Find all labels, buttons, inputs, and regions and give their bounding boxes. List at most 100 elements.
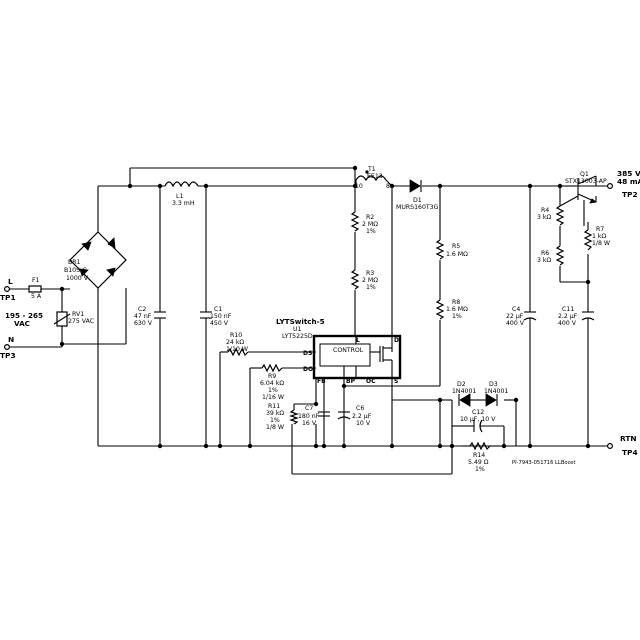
label-r2-tol: 1% [366,228,376,235]
label-c11-rating: 400 V [558,320,577,327]
label-input-unit: VAC [14,319,30,328]
label-c2-rating: 630 V [134,320,153,327]
capacitor-c4 [523,311,537,321]
terminal-tp4 [606,443,613,450]
label-output-current: 48 mA [617,177,640,186]
label-r7-rating: 1/8 W [592,240,610,247]
label-doc-id: PI-7943-051716 LLBoost [512,460,575,466]
resistor-r5 [435,239,445,260]
label-r14-ref: R14 [473,452,485,459]
terminal-tp2 [606,183,613,190]
pin-l: L [356,337,360,344]
pin-d: D [394,337,399,344]
label-r14-tol: 1% [475,466,485,473]
diode-d1 [409,179,422,193]
resistor-r10 [227,347,249,357]
terminal-tp1 [3,286,11,293]
label-r3-value: 2 MΩ [362,277,378,284]
label-c11-value: 2.2 µF [558,313,578,320]
label-f1-ref: F1 [32,277,40,284]
resistor-r9 [261,363,283,373]
label-d1-ref: D1 [413,197,422,204]
label-r9-rating: 1/16 W [262,394,284,401]
label-r5-ref: R5 [452,243,460,250]
transformer [355,170,393,187]
label-d2-part: 1N4001 [452,388,476,395]
capacitor-c1 [200,311,212,319]
label-r3-tol: 1% [366,284,376,291]
label-c7-rating: 16 V [302,420,317,427]
pin-ds: DS [303,350,312,357]
label-r10-value: 24 kΩ [226,339,244,346]
label-c6-rating: 10 V [356,420,371,427]
resistor-r6 [555,245,565,266]
label-input-voltage: 195 - 265 [5,311,43,320]
label-d3-part: 1N4001 [484,388,508,395]
pin-s: S [394,378,398,385]
ic-u1 [312,334,402,380]
label-t1-ref: T1 [367,166,376,173]
label-rv1-value: 275 VAC [68,318,94,325]
label-c11-ref: C11 [562,306,574,313]
label-q1-part: STX13003-AP [565,178,607,185]
label-c4-value: 22 µF [506,313,524,320]
capacitor-c7 [318,411,330,417]
label-br1-part: B10S-G [64,267,88,274]
resistor-r2 [350,211,360,232]
label-t1-pin8: 8 [386,183,390,190]
junctions [59,165,591,449]
label-rtn: RTN [620,434,637,443]
label-output-voltage: 385 V, [617,169,640,178]
label-r8-ref: R8 [452,299,460,306]
label-tp4: TP4 [622,448,638,457]
label-r5-value: 1.6 MΩ [446,251,468,258]
bridge-rectifier [69,231,127,344]
label-c7-ref: C7 [305,405,313,412]
label-r2-value: 2 MΩ [362,221,378,228]
label-u1-ref: U1 [293,326,302,333]
capacitor-c6 [337,411,351,420]
label-q1-ref: Q1 [580,171,589,178]
label-r2-ref: R2 [366,214,374,221]
label-d3-ref: D3 [489,381,498,388]
label-r9-tol: 1% [268,387,278,394]
label-r9-ref: R9 [268,373,276,380]
capacitor-c11 [581,311,595,321]
label-r7-ref: R7 [596,226,604,233]
label-t1-part: EE13 [367,173,383,180]
resistor-r7 [583,229,593,251]
terminal-tp3 [3,344,11,351]
wires [9,167,608,475]
label-br1-rating: 1000 V [66,275,89,282]
label-r8-tol: 1% [452,313,462,320]
label-r9-value: 6.04 kΩ [260,380,284,387]
label-r11-rating: 1/8 W [266,424,284,431]
mov-varistor [53,311,71,327]
label-c4-ref: C4 [512,306,520,313]
label-r4-ref: R4 [541,207,549,214]
label-r11-value: 39 kΩ [266,410,284,417]
label-r11-ref: R11 [268,403,280,410]
label-r6-ref: R6 [541,250,549,257]
fuse [28,285,42,293]
label-r7-value: 1 kΩ [592,233,606,240]
label-l: L [8,277,13,286]
resistor-r4 [555,205,565,226]
label-l1-value: 3.3 mH [172,200,195,207]
label-c2-value: 47 nF [134,313,152,320]
label-r3-ref: R3 [366,270,374,277]
label-c2-ref: C2 [138,306,146,313]
labels: BR1 B10S-G 1000 V F1 5 A RV1 275 VAC 195… [0,166,640,473]
label-r10-ref: R10 [230,332,242,339]
label-r11-tol: 1% [270,417,280,424]
label-r14-value: 5.49 Ω [468,459,489,466]
label-c1-rating: 450 V [210,320,229,327]
label-u1-family: LYTSwitch-5 [276,317,325,326]
capacitor-c12 [473,419,483,433]
resistor-r8 [435,299,445,320]
resistor-r14 [469,441,491,451]
label-t1-pin10: 10 [355,183,363,190]
label-c4-rating: 400 V [506,320,525,327]
label-d2-ref: D2 [457,381,466,388]
label-rv1-ref: RV1 [72,311,84,318]
